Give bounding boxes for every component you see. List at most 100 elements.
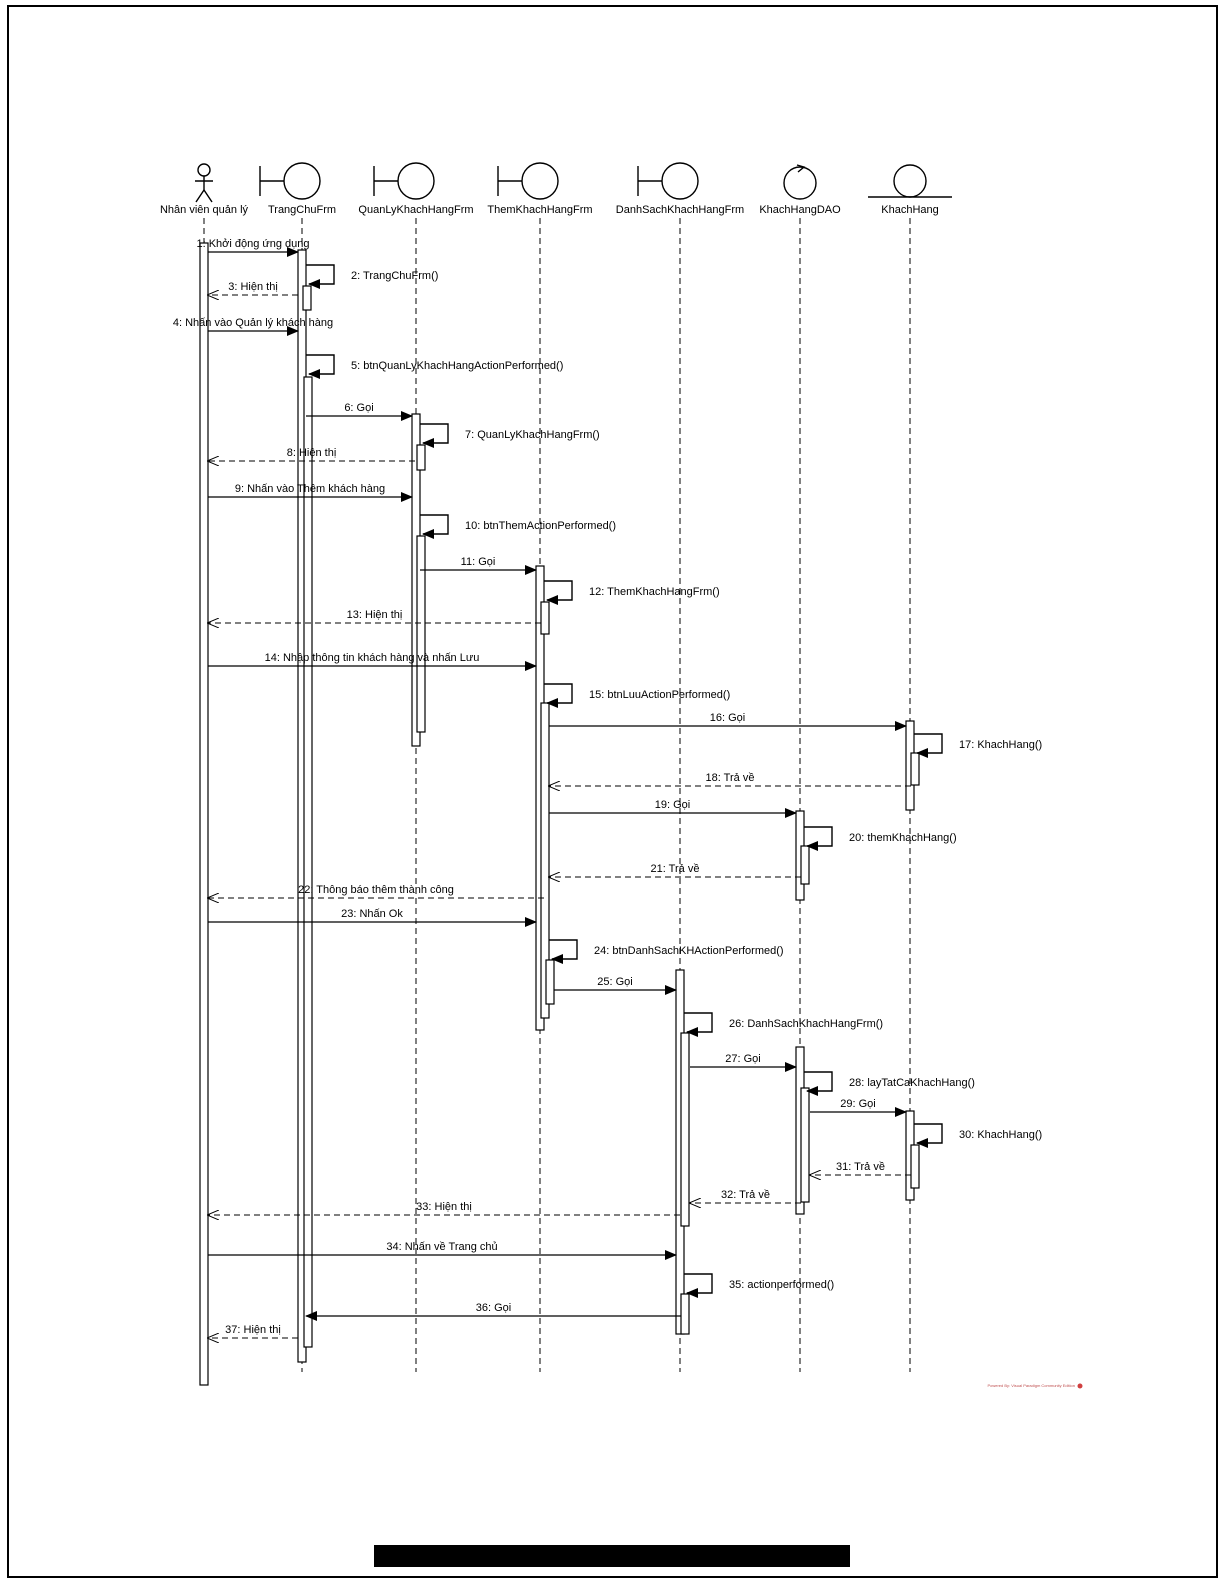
message-label: 1: Khởi động ứng dụng bbox=[196, 238, 309, 250]
message-23: 23: Nhấn Ok bbox=[208, 908, 537, 927]
message-label: 36: Gọi bbox=[476, 1302, 511, 1314]
activation-bar bbox=[199, 242, 209, 1386]
message-16: 16: Gọi bbox=[549, 712, 907, 731]
message-20: 20: themKhachHang() bbox=[804, 826, 957, 851]
message-label: 16: Gọi bbox=[710, 712, 745, 724]
boundary-icon bbox=[637, 162, 699, 200]
message-36: 36: Gọi bbox=[305, 1302, 681, 1321]
self-call-arrow bbox=[684, 1273, 713, 1298]
message-30: 30: KhachHang() bbox=[914, 1123, 1042, 1148]
entity-icon bbox=[868, 164, 952, 198]
activation-bar bbox=[680, 1293, 690, 1335]
message-label: 9: Nhấn vào Thêm khách hàng bbox=[235, 483, 385, 495]
message-label: 5: btnQuanLyKhachHangActionPerformed() bbox=[351, 360, 563, 372]
participant-label: Nhân viên quản lý bbox=[160, 204, 249, 216]
activation-bar bbox=[910, 752, 920, 786]
activation-bar bbox=[540, 702, 550, 1019]
message-29: 29: Gọi bbox=[810, 1098, 907, 1117]
message-label: 10: btnThemActionPerformed() bbox=[465, 520, 616, 532]
message-label: 17: KhachHang() bbox=[959, 739, 1042, 751]
message-14: 14: Nhập thông tin khách hàng và nhấn Lư… bbox=[208, 652, 537, 671]
message-label: 19: Gọi bbox=[655, 799, 690, 811]
message-label: 2: TrangChuFrm() bbox=[351, 270, 438, 282]
message-label: 25: Gọi bbox=[597, 976, 632, 988]
message-35: 35: actionperformed() bbox=[684, 1273, 834, 1298]
message-label: 37: Hiện thị bbox=[225, 1324, 281, 1336]
message-2: 2: TrangChuFrm() bbox=[306, 264, 438, 289]
participant-label: ThemKhachHangFrm bbox=[487, 204, 592, 216]
participant-label: KhachHang bbox=[881, 204, 939, 216]
message-label: 28: layTatCaKhachHang() bbox=[849, 1077, 975, 1089]
message-label: 12: ThemKhachHangFrm() bbox=[589, 586, 720, 598]
stick-figure-icon bbox=[195, 163, 213, 203]
message-12: 12: ThemKhachHangFrm() bbox=[544, 580, 720, 605]
boundary-icon bbox=[259, 162, 321, 200]
activation-bar bbox=[302, 285, 312, 311]
activation-bar bbox=[800, 845, 810, 885]
self-call-arrow bbox=[306, 264, 335, 289]
message-27: 27: Gọi bbox=[690, 1053, 797, 1072]
message-13: 13: Hiện thị bbox=[208, 609, 541, 623]
message-5: 5: btnQuanLyKhachHangActionPerformed() bbox=[306, 354, 563, 379]
control-icon bbox=[783, 164, 817, 200]
participant-themkh: ThemKhachHangFrm bbox=[487, 162, 593, 1372]
message-label: 26: DanhSachKhachHangFrm() bbox=[729, 1018, 883, 1030]
activation-bar bbox=[680, 1032, 690, 1227]
message-22: 22: Thông báo thêm thành công bbox=[208, 884, 544, 898]
message-label: 6: Gọi bbox=[344, 402, 373, 414]
message-37: 37: Hiện thị bbox=[208, 1324, 298, 1338]
activation-bar bbox=[910, 1144, 920, 1189]
message-label: 13: Hiện thị bbox=[347, 609, 403, 621]
watermark-logo-icon bbox=[1077, 1383, 1083, 1389]
boundary-icon bbox=[497, 162, 559, 200]
self-call-arrow bbox=[804, 826, 833, 851]
message-label: 20: themKhachHang() bbox=[849, 832, 957, 844]
message-label: 33: Hiện thị bbox=[416, 1201, 472, 1213]
self-call-arrow bbox=[914, 733, 943, 758]
self-call-arrow bbox=[804, 1071, 833, 1096]
activation-bar bbox=[800, 1087, 810, 1203]
participant-label: KhachHangDAO bbox=[759, 204, 841, 216]
message-label: 30: KhachHang() bbox=[959, 1129, 1042, 1141]
self-call-arrow bbox=[306, 354, 335, 379]
activation-bar bbox=[416, 535, 426, 733]
message-28: 28: layTatCaKhachHang() bbox=[804, 1071, 975, 1096]
message-label: 23: Nhấn Ok bbox=[341, 908, 403, 920]
message-label: 15: btnLuuActionPerformed() bbox=[589, 689, 730, 701]
message-19: 19: Gọi bbox=[549, 799, 797, 818]
participant-label: TrangChuFrm bbox=[268, 204, 336, 216]
message-18: 18: Trả về bbox=[549, 772, 911, 786]
self-call-arrow bbox=[914, 1123, 943, 1148]
participant-qlkh: QuanLyKhachHangFrm bbox=[358, 162, 474, 1372]
message-label: 29: Gọi bbox=[840, 1098, 875, 1110]
page-border bbox=[7, 5, 1218, 1578]
watermark-text: Powered By: Visual Paradigm Community Ed… bbox=[987, 1383, 1075, 1388]
message-label: 18: Trả về bbox=[706, 772, 755, 784]
activation-bar bbox=[545, 959, 555, 1005]
message-21: 21: Trả về bbox=[549, 863, 801, 877]
message-3: 3: Hiện thị bbox=[208, 281, 298, 295]
message-11: 11: Gọi bbox=[420, 556, 537, 575]
message-8: 8: Hiện thị bbox=[208, 447, 415, 461]
message-9: 9: Nhấn vào Thêm khách hàng bbox=[208, 483, 413, 502]
message-label: 14: Nhập thông tin khách hàng và nhấn Lư… bbox=[265, 652, 480, 664]
activation-bar bbox=[303, 376, 313, 1348]
message-31: 31: Trả về bbox=[810, 1161, 911, 1175]
message-label: 35: actionperformed() bbox=[729, 1279, 834, 1291]
message-32: 32: Trả về bbox=[690, 1189, 801, 1203]
message-25: 25: Gọi bbox=[554, 976, 677, 995]
message-6: 6: Gọi bbox=[306, 402, 413, 421]
message-4: 4: Nhấn vào Quản lý khách hàng bbox=[173, 317, 333, 336]
message-label: 21: Trả về bbox=[651, 863, 700, 875]
message-label: 31: Trả về bbox=[836, 1161, 885, 1173]
message-33: 33: Hiện thị bbox=[208, 1201, 680, 1215]
message-label: 3: Hiện thị bbox=[228, 281, 278, 293]
message-10: 10: btnThemActionPerformed() bbox=[420, 514, 616, 539]
boundary-icon bbox=[373, 162, 435, 200]
self-call-arrow bbox=[544, 580, 573, 605]
message-label: 32: Trả về bbox=[721, 1189, 770, 1201]
self-call-arrow bbox=[420, 423, 449, 448]
message-label: 7: QuanLyKhachHangFrm() bbox=[465, 429, 600, 441]
